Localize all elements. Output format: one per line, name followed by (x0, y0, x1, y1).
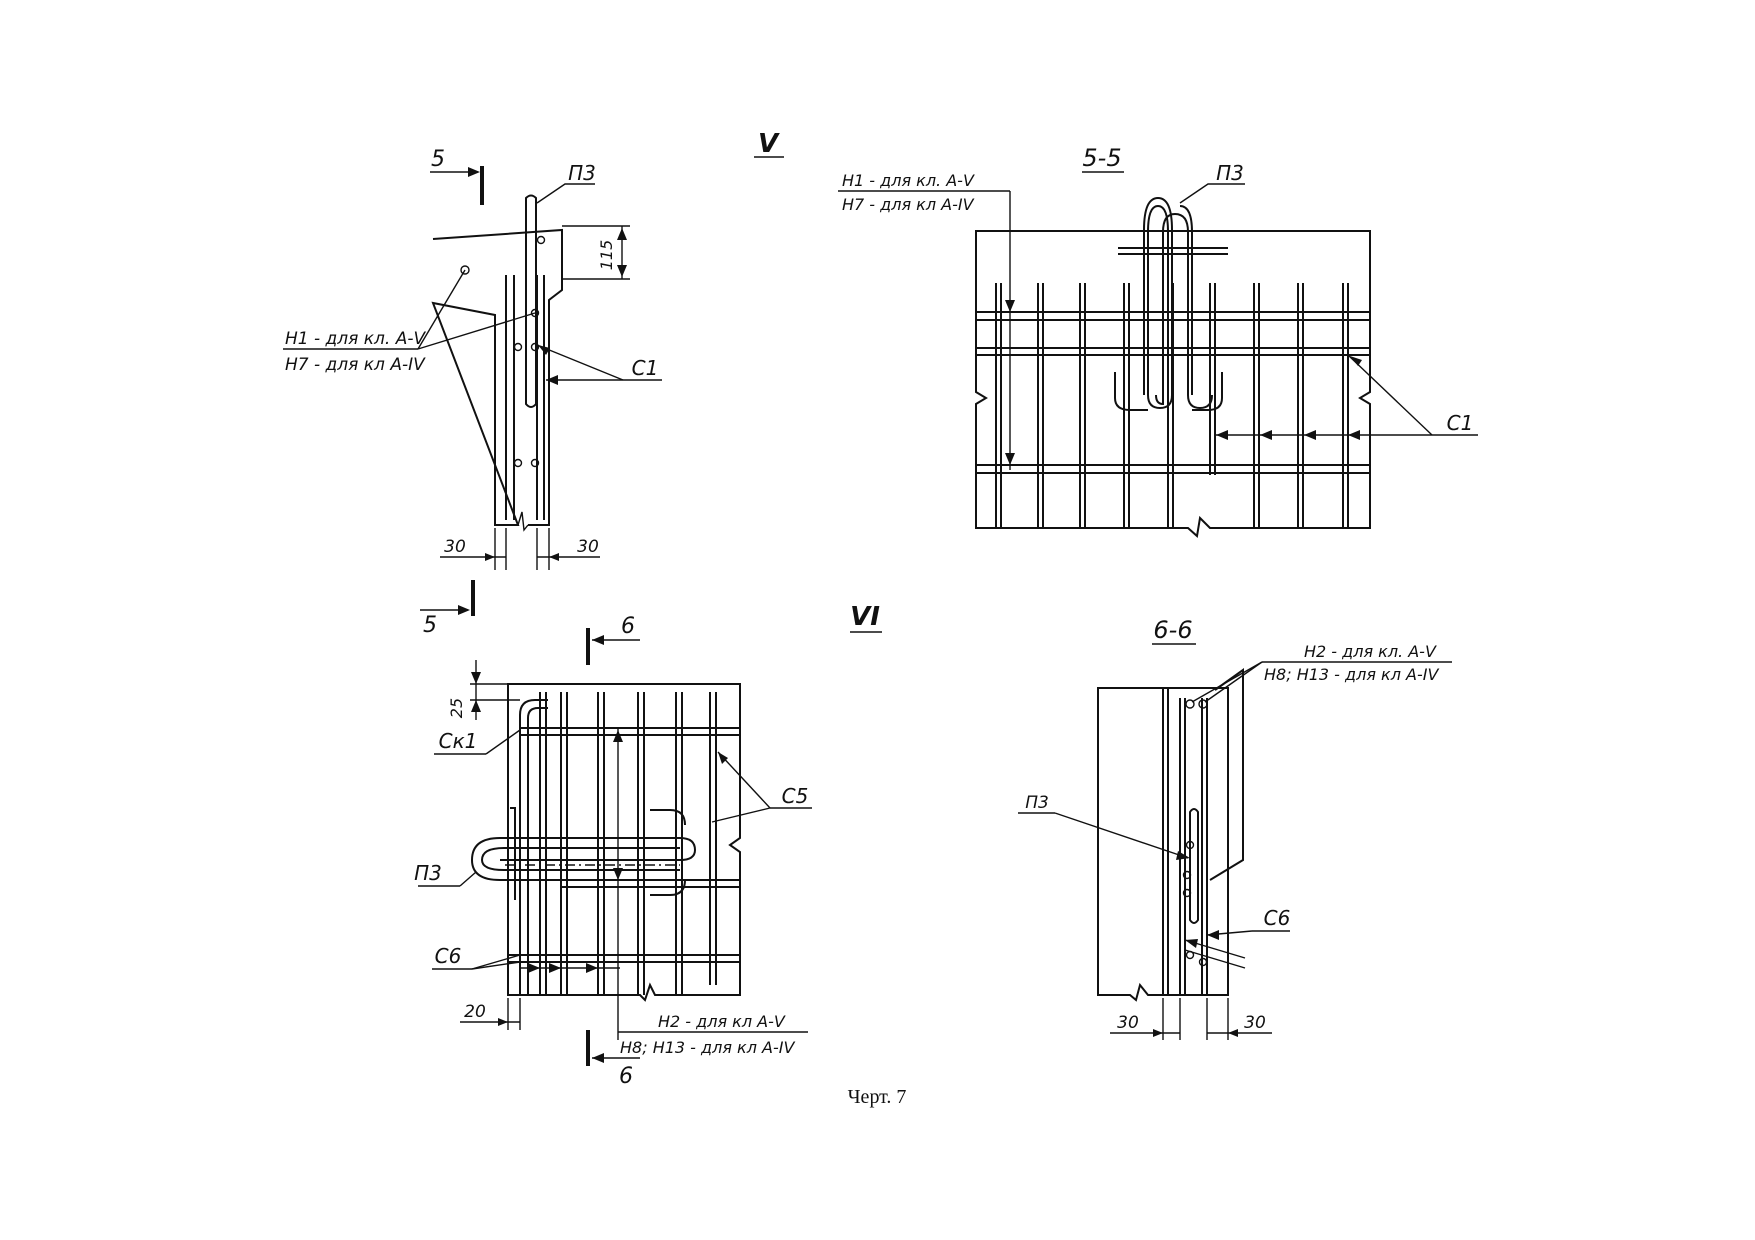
cut-label-6-top: 6 (621, 614, 635, 639)
cut-label-6-bottom: 6 (619, 1064, 633, 1089)
note-n7-5-5: Н7 - для кл А-IV (842, 195, 975, 214)
hook-p3-vi (470, 837, 697, 881)
detail-vi-outline (507, 683, 741, 1002)
figure-caption: Черт. 7 (848, 1086, 907, 1108)
mesh-label-c6-vi: С6 (435, 944, 462, 968)
dim-30-right-v: 30 (577, 537, 599, 557)
cut-label-5-bottom: 5 (423, 613, 437, 638)
note-n8-6-6: Н8; Н13 - для кл А-IV (1264, 665, 1439, 684)
cut-label-5-top: 5 (431, 147, 445, 172)
loop-p3-5-5 (1143, 196, 1173, 410)
note-n2-vi: Н2 - для кл А-V (658, 1012, 786, 1031)
bar-label-p3-v: П3 (568, 161, 596, 185)
note-n1-v: Н1 - для кл. А-V (285, 329, 426, 349)
mesh-label-c1-v: С1 (632, 356, 659, 380)
bar-label-p3-vi: П3 (414, 861, 442, 885)
section-6-6-outline (1097, 687, 1229, 1002)
dim-25: 25 (447, 698, 466, 718)
detail-v-title: V (758, 129, 780, 159)
detail-v: V 5 П3 115 Н1 - дл (283, 129, 784, 638)
mesh-label-c1-5-5: С1 (1447, 411, 1474, 435)
dim-20: 20 (464, 1002, 486, 1022)
note-n8-vi: Н8; Н13 - для кл А-IV (620, 1038, 795, 1057)
mesh-label-c5: С5 (782, 784, 809, 808)
note-n2-6-6: Н2 - для кл. А-V (1304, 642, 1437, 661)
detail-vi-vertical-bars (539, 692, 717, 995)
bar-label-p3-5-5: П3 (1216, 161, 1244, 185)
dim-30-right-6-6: 30 (1244, 1013, 1266, 1033)
section-5-5-title: 5-5 (1082, 144, 1121, 172)
section-6-6: 6-6 Н2 - для кл. А-V Н8; Н13 - для кл А-… (1018, 616, 1452, 1040)
dim-115: 115 (597, 240, 616, 271)
section-6-6-title: 6-6 (1153, 616, 1192, 644)
bar-label-p3-6-6: П3 (1025, 793, 1049, 813)
note-n1-5-5: Н1 - для кл. А-V (842, 171, 975, 190)
note-n7-v: Н7 - для кл А-IV (285, 355, 426, 375)
section-5-5: 5-5 П3 (838, 144, 1478, 538)
dim-30-left-6-6: 30 (1117, 1013, 1139, 1033)
dim-30-left-v: 30 (444, 537, 466, 557)
frame-label-ck1: Ск1 (439, 729, 478, 753)
column-outline (431, 228, 563, 526)
detail-vi: VI 6 (414, 602, 882, 1089)
detail-vi-title: VI (850, 602, 880, 632)
section-5-5-outline (975, 230, 1371, 538)
mesh-label-c6-6-6: С6 (1264, 906, 1291, 930)
